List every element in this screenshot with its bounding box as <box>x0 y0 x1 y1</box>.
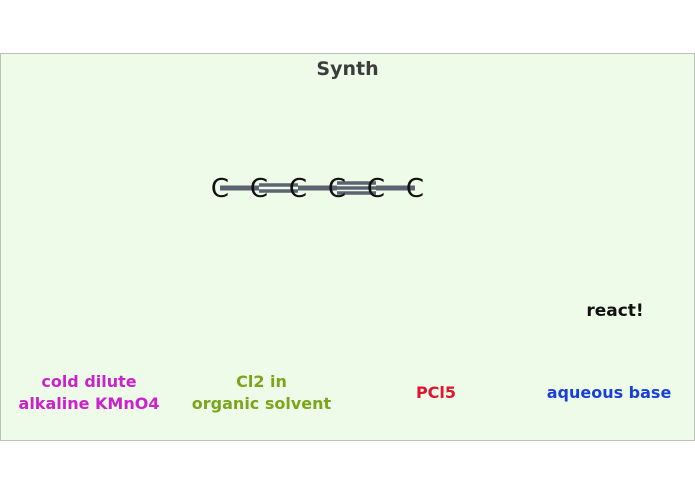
react-button[interactable]: react! <box>586 301 644 321</box>
reagent-cl2-button[interactable]: Cl2 in organic solvent <box>184 371 339 415</box>
reagent-label: aqueous base <box>546 383 672 402</box>
game-title: Synth <box>316 58 379 80</box>
atom-carbon: C <box>328 174 346 204</box>
reagent-pcl5-button[interactable]: PCl5 <box>396 382 476 404</box>
reagent-label-line2: alkaline KMnO4 <box>18 394 160 413</box>
atom-carbon: C <box>250 174 268 204</box>
atom-carbon: C <box>406 174 424 204</box>
reagent-label-line1: cold dilute <box>41 372 137 391</box>
atom-carbon: C <box>289 174 307 204</box>
reagent-kmno4-button[interactable]: cold dilute alkaline KMnO4 <box>9 371 169 415</box>
reagent-label: PCl5 <box>415 383 457 402</box>
reagent-label-line2: organic solvent <box>191 394 332 413</box>
reagent-label-line1: Cl2 in <box>236 372 287 391</box>
atom-carbon: C <box>367 174 385 204</box>
atom-carbon: C <box>211 174 229 204</box>
reagent-aqueous-base-button[interactable]: aqueous base <box>536 382 682 404</box>
